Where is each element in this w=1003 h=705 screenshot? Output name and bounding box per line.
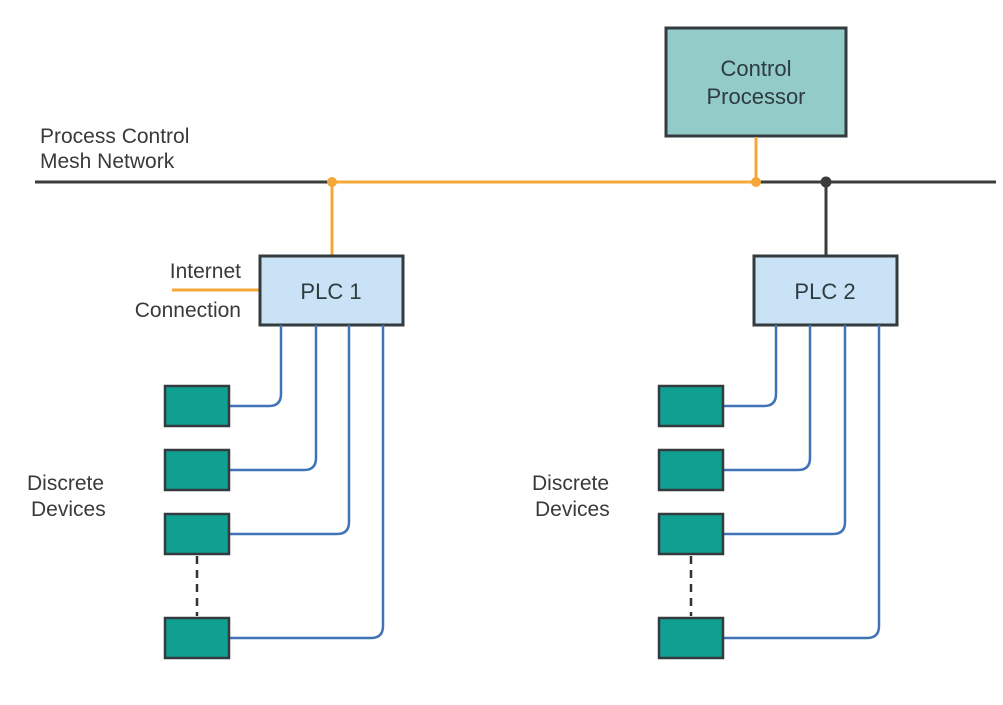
plc1-device-4[interactable] xyxy=(163,616,231,660)
control-processor-box[interactable] xyxy=(664,26,848,138)
plc2-device-4-wire xyxy=(723,325,881,640)
plc2-device-1[interactable] xyxy=(657,384,725,428)
plc1-device-4-wire xyxy=(229,325,385,640)
plc1-device-2[interactable] xyxy=(163,448,231,492)
plc2-device-4[interactable] xyxy=(657,616,725,660)
plc1-devices-label-line2: Devices xyxy=(31,498,106,521)
plc2-discrete-devices xyxy=(657,325,881,660)
plc1-device-2-wire xyxy=(229,325,318,472)
network-label-line2: Mesh Network xyxy=(40,150,175,173)
plc2-device-2[interactable] xyxy=(657,448,725,492)
plc1-junction xyxy=(327,177,337,187)
plc1-device-1-wire xyxy=(229,325,283,408)
control-processor-label-line1: Control xyxy=(721,56,792,81)
control-processor-label-line2: Processor xyxy=(706,84,805,109)
control-processor[interactable]: Control Processor xyxy=(664,26,848,138)
network-label-line1: Process Control xyxy=(40,125,189,148)
plc2-devices-label-line1: Discrete xyxy=(532,472,609,495)
plc2-box[interactable] xyxy=(752,254,899,327)
plc1-label: PLC 1 xyxy=(300,279,361,304)
internet-label-line2: Connection xyxy=(135,299,241,322)
plc2[interactable]: PLC 2 xyxy=(752,254,899,327)
plc1-devices-label-line1: Discrete xyxy=(27,472,104,495)
plc2-label: PLC 2 xyxy=(794,279,855,304)
plc1-device-3-wire xyxy=(229,325,351,536)
internet-label-line1: Internet xyxy=(170,260,241,283)
plc2-junction xyxy=(820,176,832,188)
plc2-device-2-wire xyxy=(723,325,812,472)
plc1[interactable]: PLC 1 xyxy=(258,254,405,327)
plc1-device-1[interactable] xyxy=(163,384,231,428)
control-processor-junction xyxy=(751,177,761,187)
plc1-box[interactable] xyxy=(258,254,405,327)
plc2-device-3[interactable] xyxy=(657,512,725,556)
plc1-discrete-devices xyxy=(163,325,385,660)
plc2-device-1-wire xyxy=(723,325,778,408)
plc2-devices-label-line2: Devices xyxy=(535,498,610,521)
plc2-device-3-wire xyxy=(723,325,847,536)
plc1-device-3[interactable] xyxy=(163,512,231,556)
